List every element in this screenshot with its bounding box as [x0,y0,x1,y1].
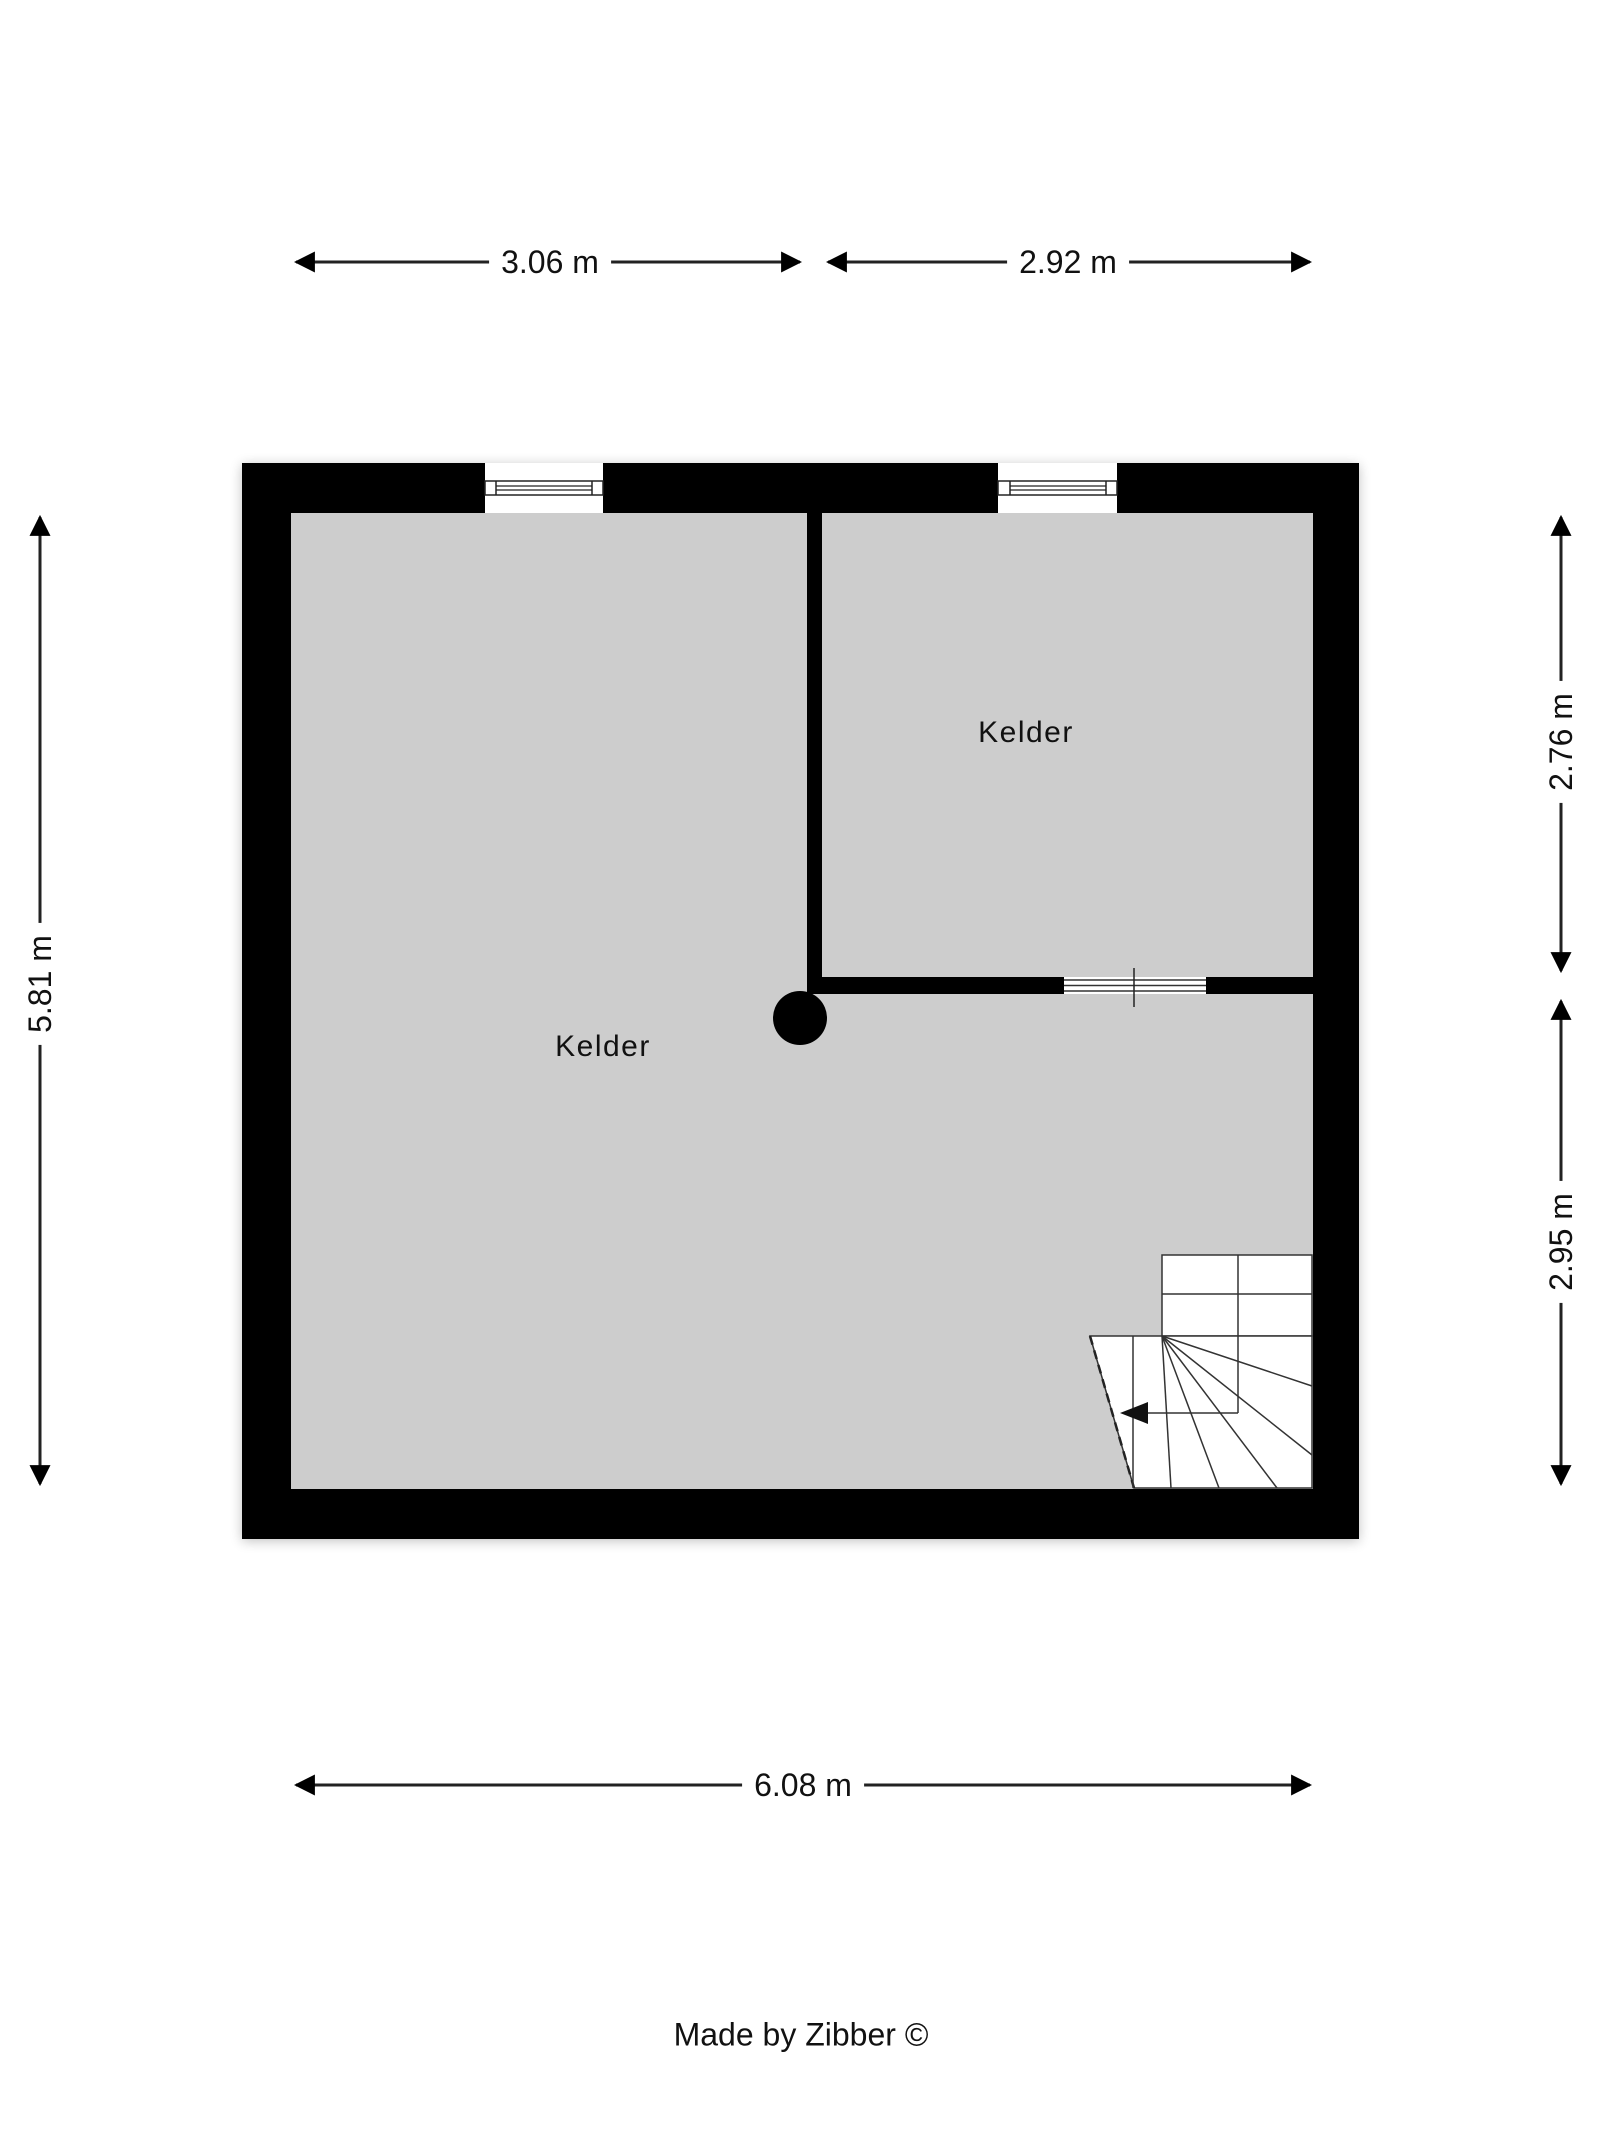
interior-wall-vertical [807,513,822,993]
stair-upper-flight [1161,1254,1313,1337]
dim-label-top-left: 3.06 m [489,244,611,280]
interior-wall-horizontal [807,977,1313,994]
room-label-kelder-large: Kelder [555,1030,651,1063]
dim-label-right-bottom: 2.95 m [1543,1181,1579,1303]
stair-direction-arrow-icon [1120,1402,1148,1424]
pillar [773,991,827,1045]
room-label-kelder-small: Kelder [978,716,1074,749]
dim-label-right-top: 2.76 m [1543,681,1579,803]
credit-text: Made by Zibber © [673,2016,929,2053]
dim-label-top-right: 2.92 m [1007,244,1129,280]
dim-label-left: 5.81 m [22,923,58,1045]
dim-label-bottom: 6.08 m [742,1767,864,1803]
interior-door [1064,968,1206,1007]
staircase [1088,1254,1313,1489]
window-right [997,463,1118,513]
window-left [484,463,604,513]
